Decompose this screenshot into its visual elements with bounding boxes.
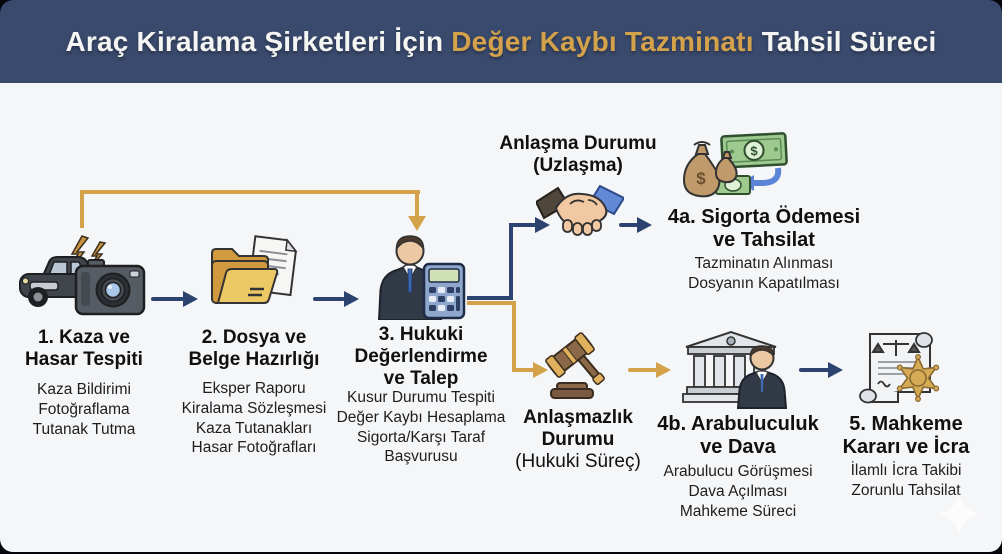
page-title-highlight: Değer Kaybı Tazminatı xyxy=(451,25,754,57)
page-title-part1: Araç Kiralama Şirketleri İçin xyxy=(65,25,444,57)
header-bar: Araç Kiralama Şirketleri İçin Değer Kayb… xyxy=(0,0,1002,83)
money-payment-icon: $ $ xyxy=(682,132,792,202)
step-1-details: Kaza Bildirimi Fotoğraflama Tutanak Tutm… xyxy=(32,381,136,438)
step-2-title: 2. Dosya ve Belge Hazırlığı xyxy=(188,327,320,371)
court-order-scroll-icon xyxy=(856,326,948,410)
diagram-panel: 1. Kaza ve Hasar Tespiti Kaza Bildirimi … xyxy=(0,83,1002,552)
step-2-details: Eksper Raporu Kiralama Sözleşmesi Kaza T… xyxy=(181,380,327,457)
svg-text:$: $ xyxy=(750,143,759,158)
step-4b-title: 4b. Arabuluculuk ve Dava xyxy=(657,413,819,459)
businessman-calculator-icon xyxy=(366,234,466,320)
gavel-icon xyxy=(543,331,617,405)
step-3-title: 3. Hukuki Değerlendirme ve Talep xyxy=(354,324,488,390)
step-5-details: İlamlı İcra Takibi Zorunlu Tahsilat xyxy=(850,462,962,499)
agreement-branch-label: Anlaşma Durumu (Uzlaşma) xyxy=(499,133,657,177)
dispute-branch-label: Anlaşmazlık Durumu (Hukuki Süreç) xyxy=(515,407,641,473)
courthouse-mediation-icon xyxy=(678,330,792,410)
step-1-title: 1. Kaza ve Hasar Tespiti xyxy=(25,327,143,371)
step-4b-details: Arabulucu Görüşmesi Dava Açılması Mahkem… xyxy=(663,463,813,520)
car-crash-camera-icon xyxy=(16,234,148,322)
svg-text:$: $ xyxy=(696,169,706,188)
folder-documents-icon xyxy=(206,235,302,319)
step-3-details: Kusur Durumu Tespiti Değer Kaybı Hesapla… xyxy=(336,389,506,466)
handshake-icon xyxy=(536,182,624,244)
step-4a-title: 4a. Sigorta Ödemesi ve Tahsilat xyxy=(667,206,861,252)
sparkle-icon xyxy=(936,491,982,537)
step-5-title: 5. Mahkeme Kararı ve İcra xyxy=(842,413,970,459)
page-title-part2: Tahsil Süreci xyxy=(761,25,937,57)
step-4a-details: Tazminatın Alınması Dosyanın Kapatılması xyxy=(688,255,840,292)
